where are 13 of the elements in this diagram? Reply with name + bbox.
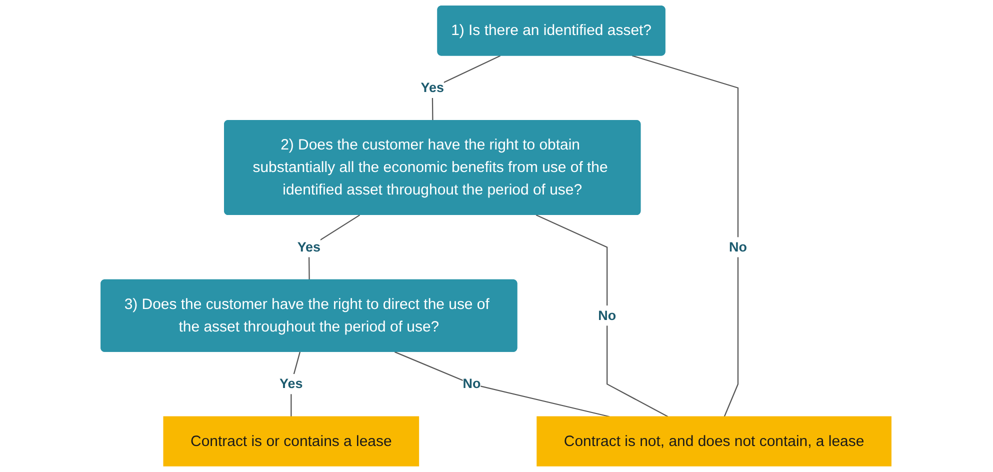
edge-label: No (463, 376, 482, 392)
edge-label: Yes (280, 376, 304, 392)
edge-label: No (598, 308, 617, 323)
edge-label: Yes (421, 80, 444, 95)
connector (632, 55, 739, 417)
node-box: Contract is not, and does not contain, a lease (537, 416, 892, 466)
connector (536, 214, 669, 418)
connector (308, 214, 360, 280)
edge-label: No (729, 239, 748, 254)
connector (394, 351, 610, 418)
edge-label: Yes (298, 239, 321, 254)
node-box: Contract is or contains a lease (164, 416, 420, 466)
connector (432, 55, 502, 121)
